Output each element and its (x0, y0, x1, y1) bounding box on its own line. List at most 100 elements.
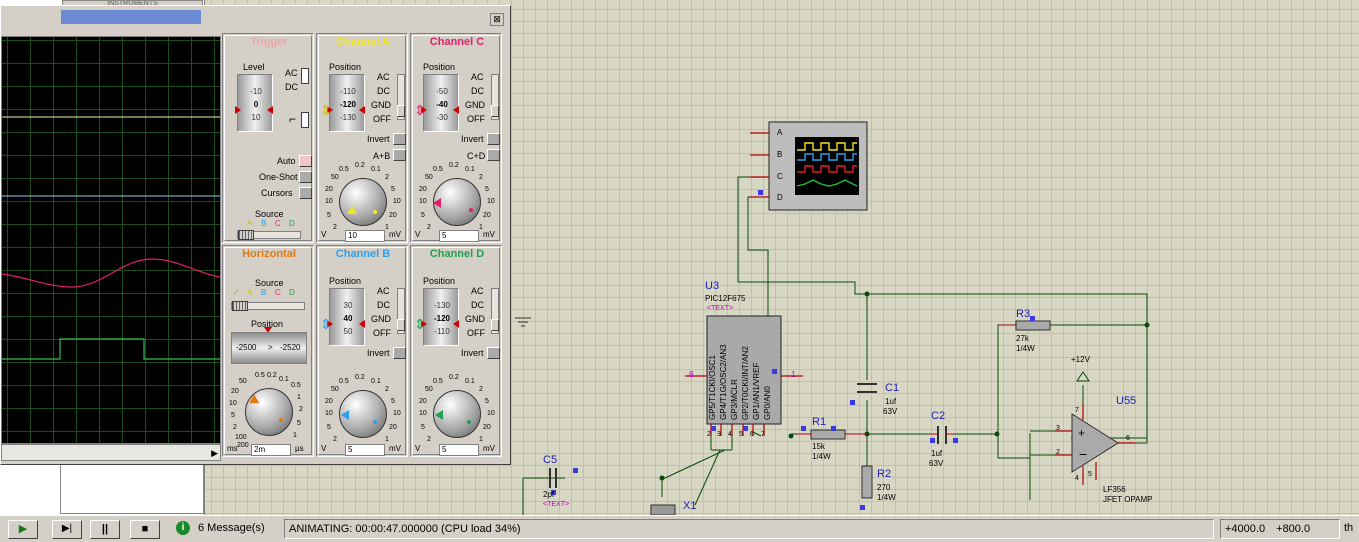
channel-d-value-field[interactable]: 5 (439, 444, 479, 456)
scale: 1 (385, 436, 389, 443)
source-c: C (275, 219, 281, 228)
channel-b-section: Channel B Position 30 40 50 ⇕ AC DC GND … (316, 245, 408, 457)
horizontal-scrollbar[interactable]: ▶ (1, 444, 221, 461)
scale: 1 (297, 394, 301, 401)
knob-dot-icon (279, 418, 283, 422)
scroll-right-icon[interactable]: ▶ (211, 448, 218, 458)
channel-d-position-dial[interactable]: -130 -120 -110 (423, 288, 459, 346)
scale: 0.5 (433, 166, 443, 173)
channel-a-position-dial[interactable]: -110 -120 -130 (329, 74, 365, 132)
scale: 5 (327, 424, 331, 431)
channel-b-mode-dc: DC (377, 300, 390, 310)
horizontal-value-field[interactable]: 2m (251, 444, 291, 456)
channel-c-volts-knob[interactable]: 0.5 0.2 0.1 50 2 5 10 20 20 10 5 2 1 (419, 162, 495, 240)
channel-a-unit-left: V (321, 230, 327, 239)
channel-d-volts-knob[interactable]: 0.5 0.2 0.1 50 2 5 10 20 20 10 5 2 1 (419, 374, 495, 452)
channel-c-mode-slider[interactable] (491, 74, 499, 120)
channel-b-marker-icon (359, 320, 365, 328)
scale: 5 (327, 212, 331, 219)
r1-value: 15k (812, 442, 825, 451)
channel-b-mode-ac: AC (377, 286, 390, 296)
u3-pin-label: GP4/T1G/OSC2/AN3 (719, 344, 728, 420)
channel-d-marker-icon (453, 320, 459, 328)
channel-b-unit-left: V (321, 444, 327, 453)
trigger-level-dial[interactable]: -10 0 10 (237, 74, 273, 132)
messages-count[interactable]: 6 Message(s) (198, 522, 265, 534)
channel-a-move-icon[interactable]: ⇕ (320, 102, 332, 118)
coord-unit: th (1344, 522, 1354, 534)
info-icon[interactable]: i (176, 521, 190, 535)
channel-b-invert-button[interactable] (393, 347, 406, 359)
channel-a-value-field[interactable]: 10 (345, 230, 385, 242)
c5-ref[interactable]: C5 (543, 454, 558, 466)
channel-d-mode-slider[interactable] (491, 288, 499, 334)
r3-ref[interactable]: R3 (1016, 308, 1031, 320)
close-icon[interactable]: ⊠ (490, 13, 504, 26)
scale: 1 (385, 224, 389, 231)
r1-ref[interactable]: R1 (812, 416, 827, 428)
scale: 5 (421, 212, 425, 219)
trigger-level-label: Level (243, 62, 265, 72)
one-shot-button[interactable] (299, 171, 312, 183)
trigger-edge-switch[interactable] (301, 112, 309, 128)
trigger-source-slider[interactable] (237, 230, 301, 240)
scale: 2 (479, 386, 483, 393)
channel-b-volts-knob[interactable]: 0.5 0.2 0.1 50 2 5 10 20 20 10 5 2 1 (325, 374, 401, 452)
u3-chip (706, 315, 782, 425)
x1-ref[interactable]: X1 (683, 500, 697, 512)
channel-a-combine-button[interactable] (393, 149, 406, 161)
knob-pointer-icon (341, 410, 349, 420)
u55-ref[interactable]: U55 (1116, 395, 1137, 407)
horizontal-unit-right: µs (295, 444, 304, 453)
channel-c-position-dial[interactable]: -50 -40 -30 (423, 74, 459, 132)
channel-c-value-field[interactable]: 5 (439, 230, 479, 242)
channel-d-invert-button[interactable] (487, 347, 500, 359)
knob-pointer-icon (347, 206, 357, 214)
channel-c-move-icon[interactable]: ⇕ (414, 102, 426, 118)
oscilloscope-window[interactable]: ⊠ ▶ Trigger Level -10 0 10 AC DC ⌐ Auto … (0, 5, 511, 465)
cursors-button[interactable] (299, 187, 312, 199)
horizontal-time-knob[interactable]: 0.5 0.2 0.1 50 0.5 1 2 5 20 10 5 2 1 100… (229, 372, 307, 450)
scale: 20 (419, 186, 427, 193)
svg-text:+: + (1078, 426, 1085, 440)
u55-supply: +12V (1071, 355, 1090, 364)
u3-pin-label: GP0/AN0 (763, 386, 772, 420)
play-button[interactable]: ▶ (8, 520, 38, 539)
channel-d-move-icon[interactable]: ⇕ (414, 316, 426, 332)
scale: 0.1 (465, 166, 475, 173)
c2-ref[interactable]: C2 (931, 410, 946, 422)
channel-d-title: Channel D (429, 248, 485, 260)
pause-button[interactable]: || (90, 520, 120, 539)
trigger-coupling-switch[interactable] (301, 68, 309, 84)
channel-b-move-icon[interactable]: ⇕ (320, 316, 332, 332)
channel-a-mode-slider[interactable] (397, 74, 405, 120)
trigger-dc-label: DC (285, 82, 298, 92)
scale: 100 (235, 434, 247, 441)
channel-c-invert-button[interactable] (487, 133, 500, 145)
knob-dot-icon (373, 420, 377, 424)
source-d: D (289, 219, 295, 228)
channel-a-invert-button[interactable] (393, 133, 406, 145)
channel-b-position-dial[interactable]: 30 40 50 (329, 288, 365, 346)
coordinate-readout: +4000.0 +800.0 (1220, 519, 1340, 539)
instruments-list[interactable] (60, 460, 204, 514)
channel-c-combine-button[interactable] (487, 149, 500, 161)
channel-b-mode-slider[interactable] (397, 288, 405, 334)
horizontal-position-dial[interactable]: -2500 > -2520 (231, 332, 307, 364)
tick: -110 (434, 327, 450, 336)
scale: 10 (229, 400, 237, 407)
auto-button[interactable] (299, 155, 312, 167)
c1-ref[interactable]: C1 (885, 382, 900, 394)
u3-ref[interactable]: U3 (705, 280, 720, 292)
channel-b-value-field[interactable]: 5 (345, 444, 385, 456)
r2-ref[interactable]: R2 (877, 468, 892, 480)
title-bar[interactable] (61, 10, 201, 24)
horizontal-source-slider[interactable] (231, 301, 305, 311)
channel-b-mode-gnd: GND (371, 314, 391, 324)
channel-a-volts-knob[interactable]: 0.5 0.2 0.1 50 2 5 10 20 20 10 5 2 1 (325, 162, 401, 240)
one-shot-label: One-Shot (259, 172, 298, 182)
channel-d-mode-gnd: GND (465, 314, 485, 324)
step-button[interactable]: ▶| (52, 520, 82, 539)
channel-a-section: Channel A Position -110 -120 -130 ⇕ AC D… (316, 33, 408, 243)
stop-button[interactable]: ■ (130, 520, 160, 539)
